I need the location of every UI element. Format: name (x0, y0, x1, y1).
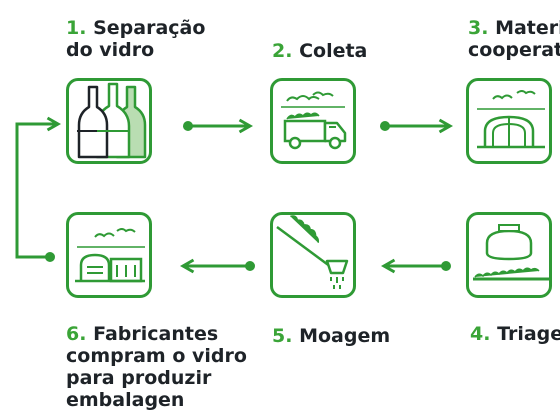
arrow-step5-to-step6 (179, 258, 255, 274)
step-6-box (66, 212, 152, 298)
step-5-number: 5. (272, 325, 293, 347)
step-5-title: Moagem (299, 325, 391, 347)
step-4-title: Triager (497, 323, 560, 345)
sorting-machine-icon (473, 224, 549, 281)
factory-icon (75, 228, 145, 283)
collection-truck-icon (281, 91, 347, 150)
step-3-title: Materi cooperat (468, 17, 560, 61)
step-6-number: 6. (66, 323, 87, 345)
step-6-label: 6. Fabricantes compram o vidro para prod… (66, 323, 247, 411)
step-6-title: Fabricantes compram o vidro para produzi… (66, 323, 247, 411)
step-4-label: 4. Triager (470, 323, 560, 345)
step-2-box (270, 78, 356, 164)
step-4-number: 4. (470, 323, 491, 345)
loop-arrow-step6-to-step1 (15, 116, 62, 262)
grinding-hopper-icon (276, 215, 349, 289)
glass-bottles-icon (77, 82, 147, 159)
arrow-step1-to-step2 (183, 118, 254, 134)
step-5-box (270, 212, 356, 298)
arrow-step2-to-step3 (380, 118, 454, 134)
step-2-number: 2. (272, 40, 293, 62)
step-3-label: 3. Materi cooperat (468, 17, 560, 61)
step-1-label: 1. Separação do vidro (66, 17, 205, 61)
step-2-label: 2. Coleta (272, 40, 367, 62)
step-2-title: Coleta (299, 40, 368, 62)
step-1-title: Separação do vidro (66, 17, 206, 61)
arrow-step4-to-step5 (380, 258, 451, 274)
step-5-label: 5. Moagem (272, 325, 390, 347)
step-4-box (466, 212, 552, 298)
cooperative-greenhouse-icon (477, 90, 545, 149)
step-3-number: 3. (468, 17, 489, 39)
step-3-box (466, 78, 552, 164)
step-1-number: 1. (66, 17, 87, 39)
step-1-box (66, 78, 152, 164)
